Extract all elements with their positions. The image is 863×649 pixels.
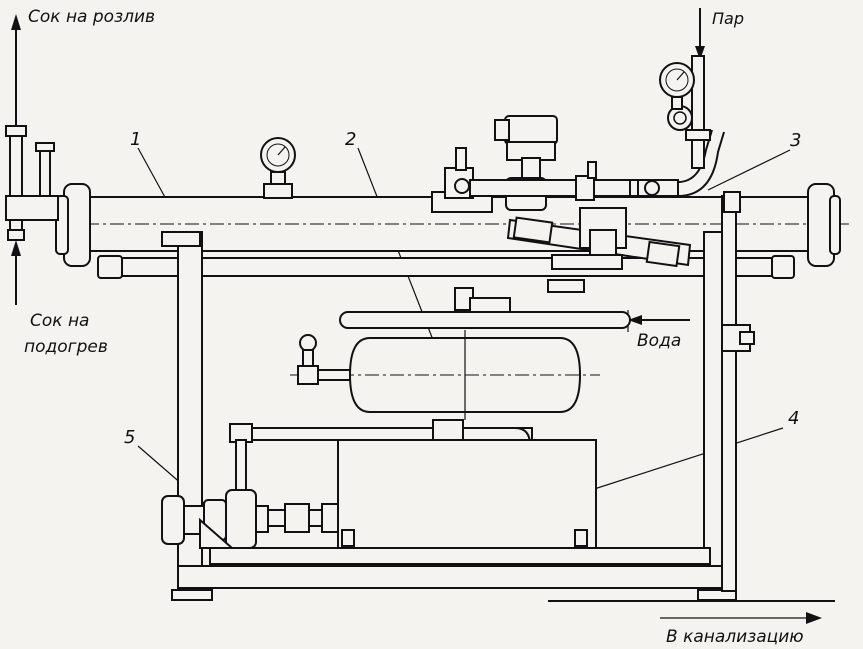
arrow-juice-out bbox=[11, 14, 21, 125]
label-steam: Пар bbox=[712, 9, 744, 28]
arrow-water bbox=[627, 310, 690, 332]
callout-5: 5 bbox=[124, 427, 135, 448]
receiver-tank bbox=[290, 330, 600, 420]
label-drain: В канализацию bbox=[666, 627, 804, 647]
label-water: Вода bbox=[637, 331, 681, 351]
label-juice-out: Сок на розлив bbox=[28, 7, 155, 27]
arrow-drain bbox=[548, 600, 835, 624]
label-juice-in-1: Сок на bbox=[30, 311, 89, 331]
inclined-bracket bbox=[506, 207, 692, 293]
arrow-steam bbox=[695, 8, 705, 60]
left-inlet-outlet-piping bbox=[5, 125, 59, 241]
callout-4: 4 bbox=[788, 408, 799, 429]
pump-assembly bbox=[161, 423, 535, 549]
arrow-juice-in bbox=[11, 240, 21, 305]
pressure-gauge-steam bbox=[659, 62, 695, 110]
collection-tank bbox=[209, 419, 711, 565]
right-drain-pipe bbox=[721, 191, 755, 592]
steam-line bbox=[469, 55, 725, 201]
callout-3: 3 bbox=[790, 130, 801, 151]
label-juice-in-2: подогрев bbox=[24, 337, 108, 357]
callout-2: 2 bbox=[345, 129, 356, 150]
callout-1: 1 bbox=[130, 129, 141, 150]
water-line bbox=[339, 287, 631, 329]
pressure-gauge-left bbox=[260, 137, 296, 199]
